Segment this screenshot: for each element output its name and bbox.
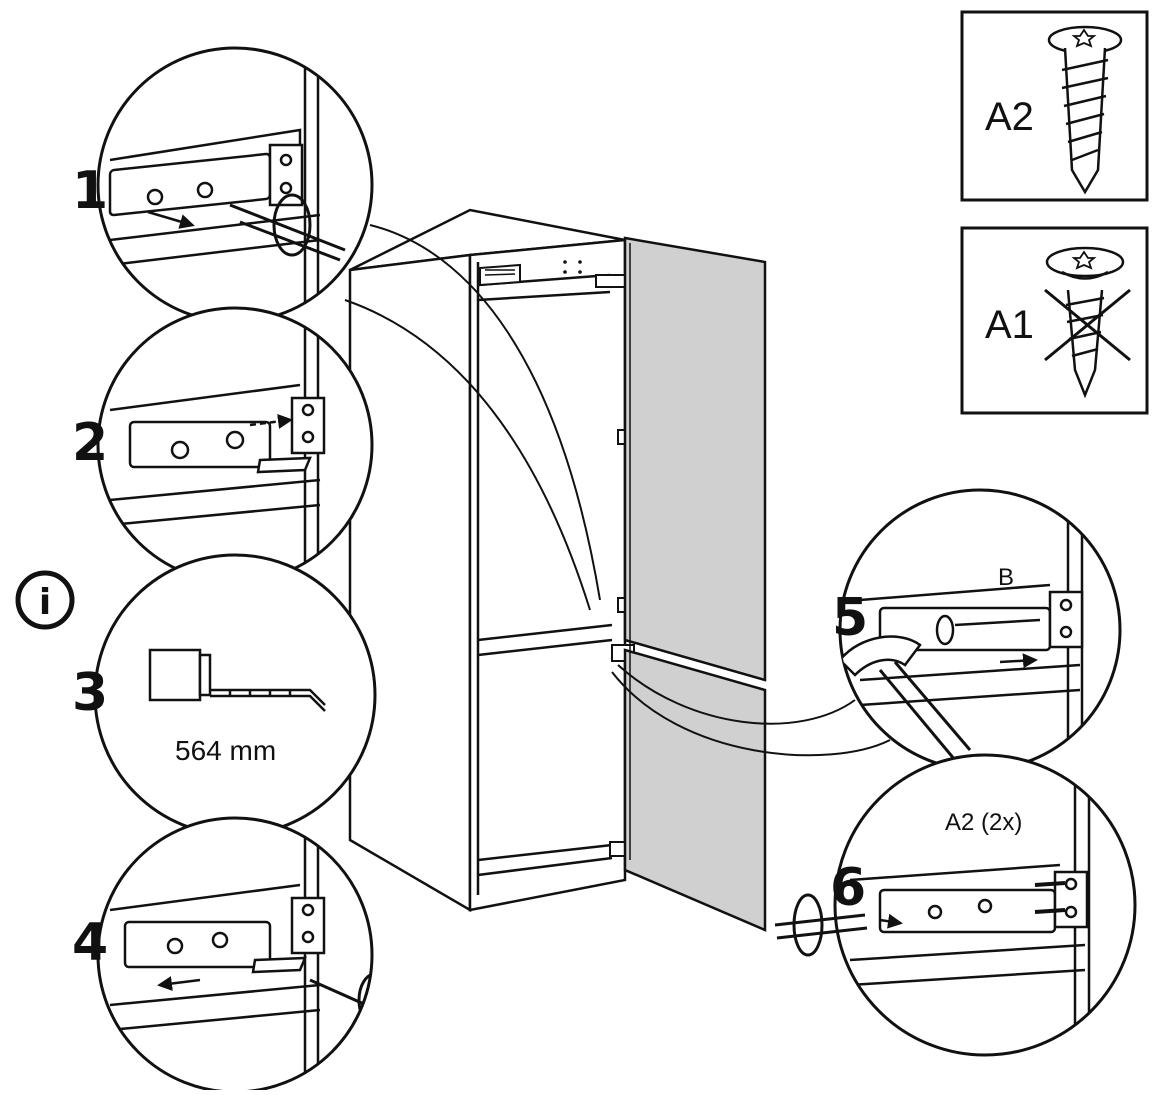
callout-connectors bbox=[344, 224, 891, 757]
info-icon: i bbox=[15, 570, 75, 630]
screw-a1-box: A1 bbox=[960, 226, 1149, 415]
info-icon-glyph: i bbox=[39, 582, 51, 623]
step-2-callout bbox=[96, 306, 374, 584]
part-label-b: B bbox=[998, 564, 1014, 591]
screw-a1-label: A1 bbox=[985, 303, 1034, 347]
screw-a1-icon bbox=[1045, 246, 1125, 399]
screwdriver-icon bbox=[774, 893, 868, 957]
cabinet-illustration bbox=[348, 208, 639, 913]
step-number-1: 1 bbox=[72, 161, 108, 221]
step-1-callout bbox=[96, 46, 374, 324]
part-label-a2-2x: A2 (2x) bbox=[945, 809, 1022, 836]
step-4-callout bbox=[96, 816, 374, 1094]
step-5-callout: B bbox=[838, 488, 1122, 772]
step-number-2: 2 bbox=[72, 413, 108, 473]
step-6-callout: A2 (2x) bbox=[774, 753, 1137, 1057]
wrong-cross-icon bbox=[1044, 288, 1131, 362]
measurement-label: 564 mm bbox=[175, 735, 276, 766]
door-panels bbox=[623, 236, 767, 932]
screw-a2-icon bbox=[1047, 25, 1123, 195]
step-number-5: 5 bbox=[832, 588, 868, 648]
step-number-3: 3 bbox=[72, 663, 108, 723]
screw-a2-label: A2 bbox=[985, 95, 1034, 139]
step-number-4: 4 bbox=[72, 913, 108, 973]
step-3-callout: 564 mm bbox=[93, 553, 377, 837]
tape-measure-icon bbox=[148, 648, 326, 712]
screw-a2-box: A2 bbox=[960, 10, 1149, 202]
step-number-6: 6 bbox=[830, 858, 866, 918]
